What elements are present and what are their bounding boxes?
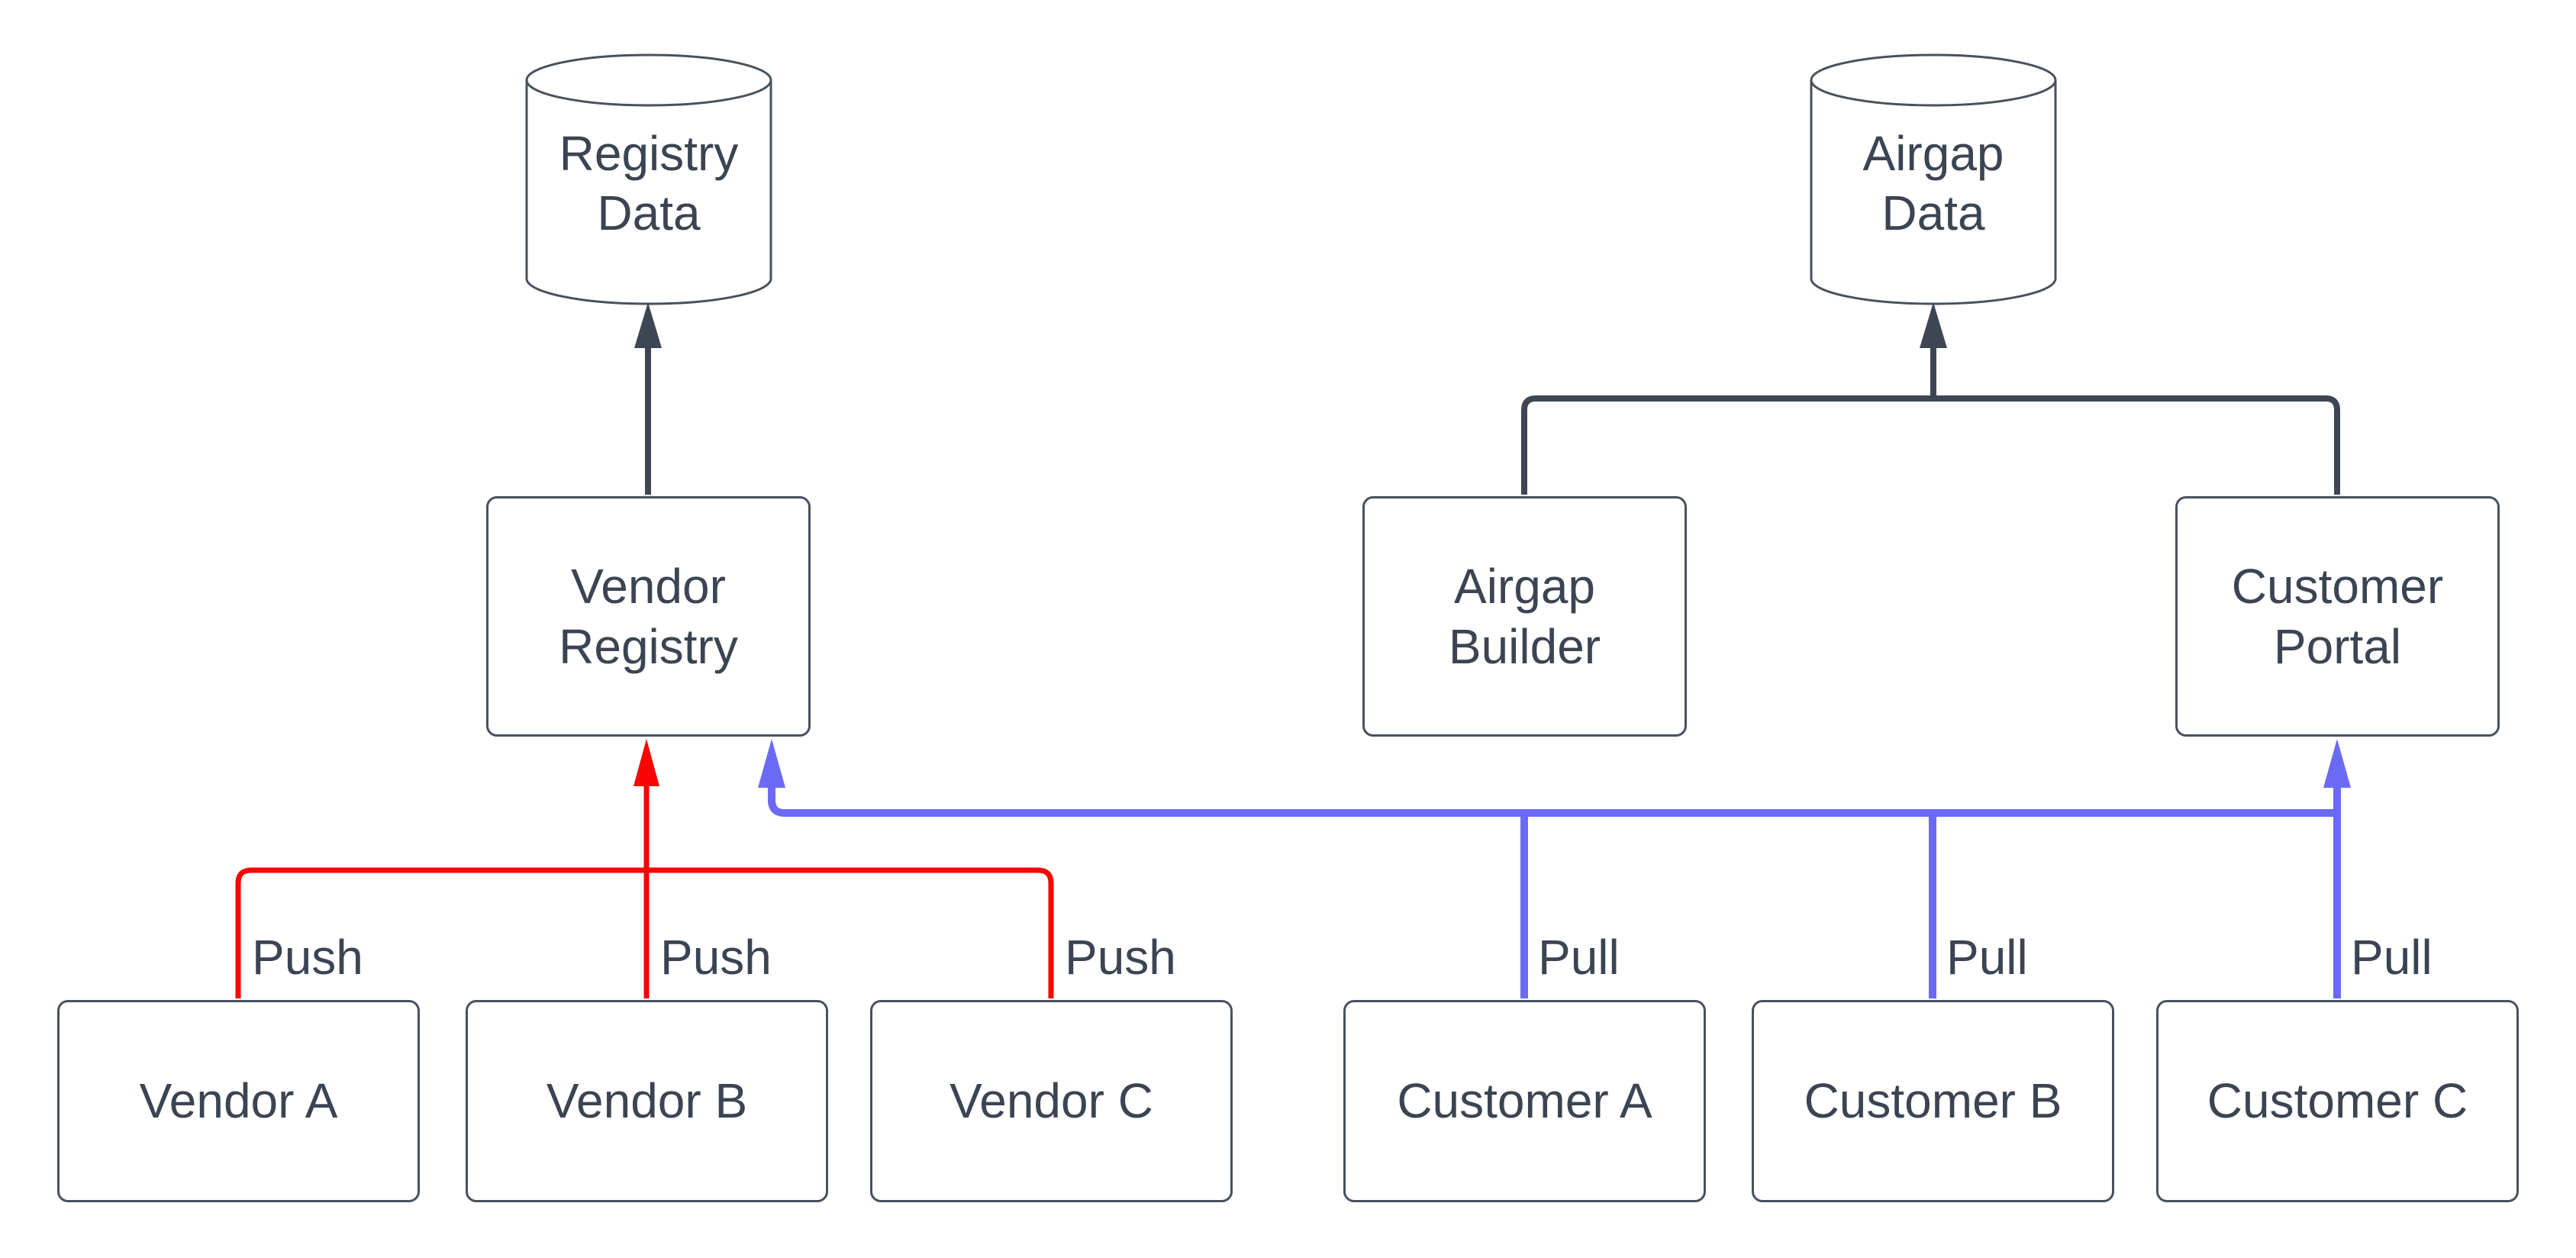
vendor-a-node: Vendor A — [57, 1000, 420, 1202]
vendor-c-node: Vendor C — [870, 1000, 1233, 1202]
arrowhead-customer-portal-pull — [2323, 739, 2351, 788]
pull-label-customer-c: Pull — [2351, 930, 2433, 985]
edge-pull-bus-to-vendor-registry — [768, 786, 2337, 817]
vendor-registry-node: Vendor Registry — [486, 496, 811, 737]
arrowhead-vendor-registry-pull — [758, 739, 785, 788]
pull-label-customer-a: Pull — [1538, 930, 1620, 985]
vendor-b-node: Vendor B — [466, 1000, 828, 1202]
push-label-vendor-c: Push — [1065, 930, 1176, 985]
airgap-data-cylinder — [1810, 53, 2057, 305]
arrowhead-vendor-registry-push — [634, 739, 659, 786]
pull-label-customer-b: Pull — [1946, 930, 2028, 985]
airgap-builder-node: Airgap Builder — [1362, 496, 1687, 737]
push-label-vendor-b: Push — [660, 930, 772, 985]
customer-a-node: Customer A — [1343, 1000, 1706, 1202]
customer-b-node: Customer B — [1752, 1000, 2114, 1202]
customer-portal-node: Customer Portal — [2175, 496, 2500, 737]
push-label-vendor-a: Push — [252, 930, 363, 985]
registry-data-cylinder — [525, 53, 772, 305]
arrowhead-registry-data — [634, 302, 662, 348]
edge-builder-portal-junction — [1521, 395, 2340, 495]
arrowhead-airgap-data — [1920, 302, 1947, 348]
customer-c-node: Customer C — [2156, 1000, 2519, 1202]
